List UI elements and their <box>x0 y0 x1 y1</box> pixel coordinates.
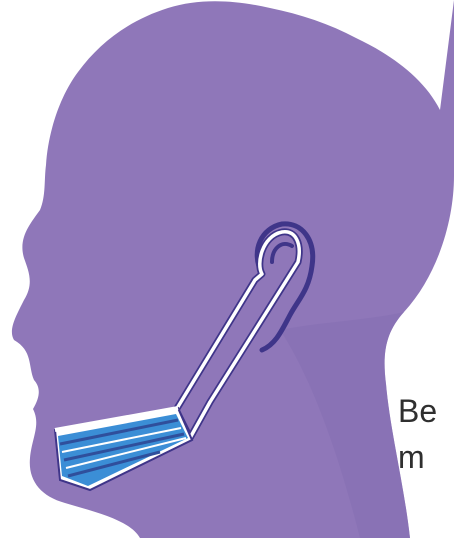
caption-line-2: m <box>398 434 461 480</box>
caption-text: Be m <box>398 388 461 480</box>
caption-line-1: Be <box>398 388 461 434</box>
